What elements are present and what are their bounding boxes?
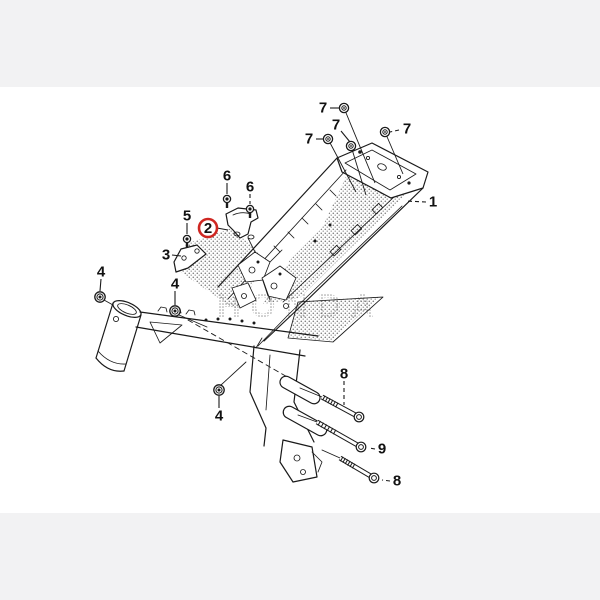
callout-number[interactable]: 7 [332, 117, 340, 134]
leader-line [99, 278, 102, 292]
leader-line [368, 447, 376, 450]
callout-number[interactable]: 8 [393, 473, 401, 490]
engine-cradle [231, 237, 297, 309]
small-bolt-icon [222, 194, 232, 208]
callout-number[interactable]: 8 [340, 366, 348, 383]
fastener-layer [94, 102, 404, 484]
callout-4[interactable]: 4 [171, 276, 180, 306]
callout-4[interactable]: 4 [97, 264, 106, 292]
flange-nut-icon [213, 384, 225, 396]
callout-1[interactable]: 1 [404, 194, 437, 211]
bracket-part-3 [173, 244, 207, 273]
leader-line [340, 130, 351, 143]
callout-number[interactable]: 4 [171, 276, 180, 293]
head-tube [95, 300, 142, 372]
callout-number[interactable]: 6 [246, 179, 254, 196]
flange-bolt-icon [338, 102, 376, 184]
callout-7[interactable]: 7 [389, 121, 411, 138]
small-bolt-icon [245, 204, 255, 218]
callout-4[interactable]: 4 [215, 396, 224, 425]
callout-6[interactable]: 6 [246, 179, 254, 205]
flange-nut-icon [94, 291, 106, 303]
callout-number[interactable]: 7 [305, 131, 313, 148]
callout-7[interactable]: 7 [332, 117, 351, 143]
callout-7[interactable]: 7 [305, 131, 324, 148]
callout-8[interactable]: 8 [381, 473, 401, 490]
long-bolt-icon [320, 394, 365, 423]
callout-3[interactable]: 3 [162, 247, 182, 264]
leader-line [389, 129, 400, 133]
highlighted-callout-2[interactable]: 2 [197, 217, 229, 239]
callout-6[interactable]: 6 [223, 168, 231, 195]
flange-nut-icon [169, 305, 181, 317]
callout-number[interactable]: 7 [319, 100, 327, 117]
small-bolt-icon [182, 234, 192, 248]
long-bolt-icon [338, 455, 380, 484]
callout-number[interactable]: 7 [403, 121, 411, 138]
callout-8[interactable]: 8 [340, 366, 348, 406]
callout-5[interactable]: 5 [183, 208, 191, 235]
lower-bracket [249, 345, 341, 483]
callout-number[interactable]: 6 [223, 168, 231, 185]
callout-number[interactable]: 9 [378, 441, 386, 458]
callout-number[interactable]: 5 [183, 208, 191, 225]
flange-bolt-icon [345, 140, 367, 196]
leader-line [404, 200, 427, 203]
callout-7[interactable]: 7 [319, 100, 340, 117]
callout-9[interactable]: 9 [368, 441, 386, 458]
frame-line-art [95, 142, 429, 483]
highlight-circle[interactable] [197, 217, 219, 239]
callout-number[interactable]: 2 [204, 220, 212, 237]
callout-number[interactable]: 4 [97, 264, 106, 281]
callout-number[interactable]: 1 [429, 194, 437, 211]
callout-number[interactable]: 4 [215, 408, 224, 425]
leader-line [171, 254, 182, 257]
callout-number[interactable]: 3 [162, 247, 170, 264]
leader-line [216, 227, 229, 231]
long-bolt-icon [315, 419, 367, 453]
flange-bolt-icon [379, 126, 404, 175]
leader-line [381, 479, 391, 482]
